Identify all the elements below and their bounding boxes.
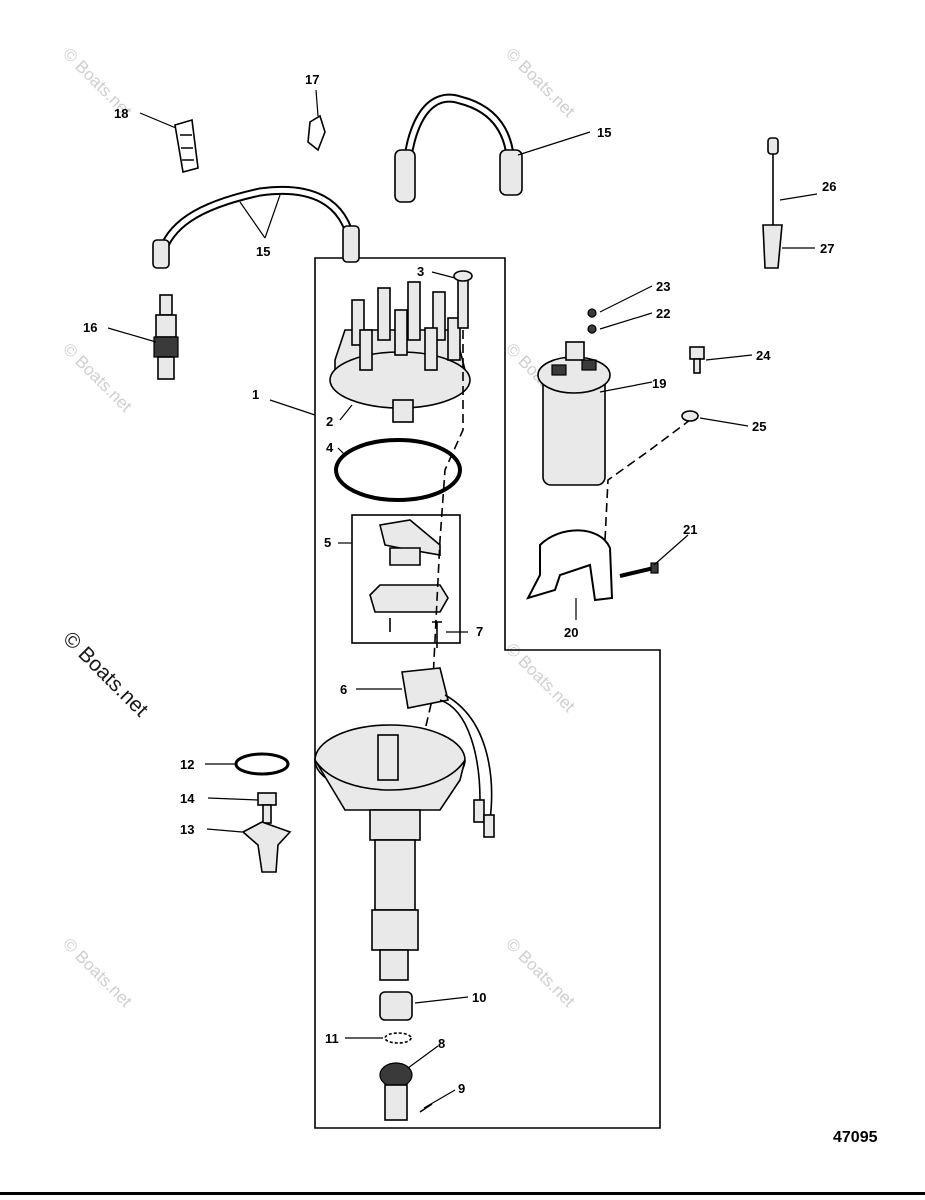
roll-pin [419,1103,433,1113]
watermark-lower-center: © Boats.net [502,639,579,716]
callout-5: 5 [324,535,331,550]
distributor-body [314,724,466,981]
callout-27: 27 [820,241,834,256]
callout-13: 13 [180,822,194,837]
callout-15-lower: 15 [256,244,270,259]
watermark-bottom-center: © Boats.net [502,934,579,1011]
wire-separator-18 [174,118,199,173]
ignition-coil [537,341,611,486]
diagram-reference-number: 47095 [833,1129,878,1146]
ignition-module [401,667,495,838]
hold-down-clamp [241,821,292,873]
callout-19: 19 [652,376,666,391]
callout-26: 26 [822,179,836,194]
callout-9: 9 [458,1081,465,1096]
assembly-centerline [417,330,464,761]
watermark-top-center: © Boats.net [502,44,579,121]
callout-labels: 1 2 3 4 5 6 7 8 9 10 11 12 13 14 15 15 1… [83,72,836,1096]
drive-gear [379,1062,413,1121]
bottom-rule [0,1192,925,1195]
callout-21: 21 [683,522,697,537]
ground-strap [762,137,783,269]
callout-6: 6 [340,682,347,697]
callout-25: 25 [752,419,766,434]
coil-bracket-centerline [604,419,691,541]
callout-16: 16 [83,320,97,335]
callout-15-upper: 15 [597,125,611,140]
watermark-bottom-left: © Boats.net [59,934,136,1011]
washer-22 [587,324,597,334]
coil-bracket [526,529,614,602]
callout-4: 4 [326,440,334,455]
distributor-cap [329,281,471,423]
cap-gasket [334,438,462,502]
callout-20: 20 [564,625,578,640]
assembly-outline [314,257,661,1129]
ring-12 [234,752,290,776]
callout-23: 23 [656,279,670,294]
washer-25 [681,410,699,422]
callout-8: 8 [438,1036,445,1051]
callout-22: 22 [656,306,670,321]
watermark-prominent: © Boats.net [58,627,152,721]
callout-11: 11 [325,1031,339,1046]
spark-plug-wires [152,93,523,269]
callout-18: 18 [114,106,128,121]
callout-3: 3 [417,264,424,279]
callout-1: 1 [252,387,259,402]
watermark-mid-left: © Boats.net [59,339,136,416]
screw-21 [619,566,655,578]
wire-separator-17 [307,114,326,152]
callout-2: 2 [326,414,333,429]
bolt-24 [689,346,705,374]
callout-17: 17 [305,72,319,87]
nut-23 [587,308,597,318]
callout-12: 12 [180,757,194,772]
callout-14: 14 [180,791,195,806]
callout-7: 7 [476,624,483,639]
washer-11 [384,1032,412,1044]
screw-7 [432,621,442,648]
callout-10: 10 [472,990,486,1005]
callout-24: 24 [756,348,771,363]
hold-down-bolt [257,792,277,824]
sleeve [379,991,413,1021]
rotor-kit [351,514,461,644]
spark-plug [153,294,179,380]
leader-lines [107,89,818,1109]
cap-bolt [457,277,469,329]
